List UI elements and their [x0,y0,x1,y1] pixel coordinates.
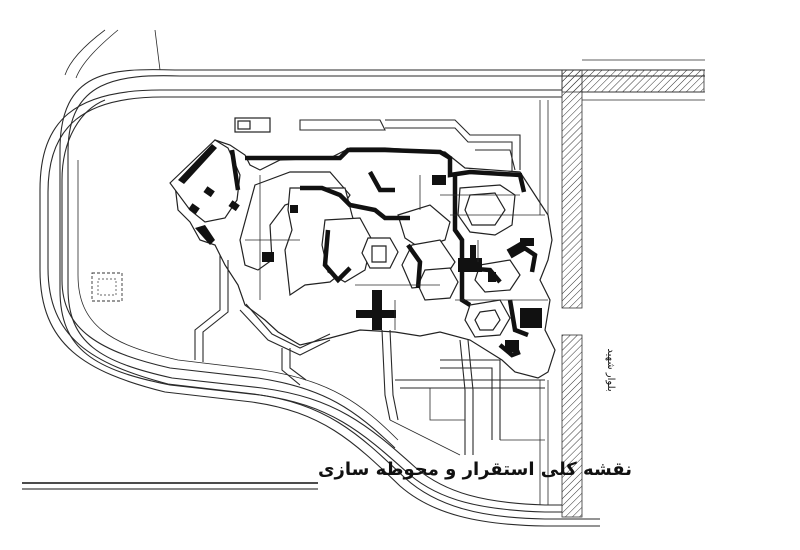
ring-road [39,29,705,527]
plan-title: نقشه کلی استقرار و محوطه سازی [318,459,632,480]
building-complex [169,100,556,379]
walkways [194,255,549,505]
street-label: بلوار شهید [605,348,616,391]
title-block: نقشه کلی استقرار و محوطه سازی [22,459,632,490]
street-hatching [561,69,705,518]
parking-area [77,160,399,441]
